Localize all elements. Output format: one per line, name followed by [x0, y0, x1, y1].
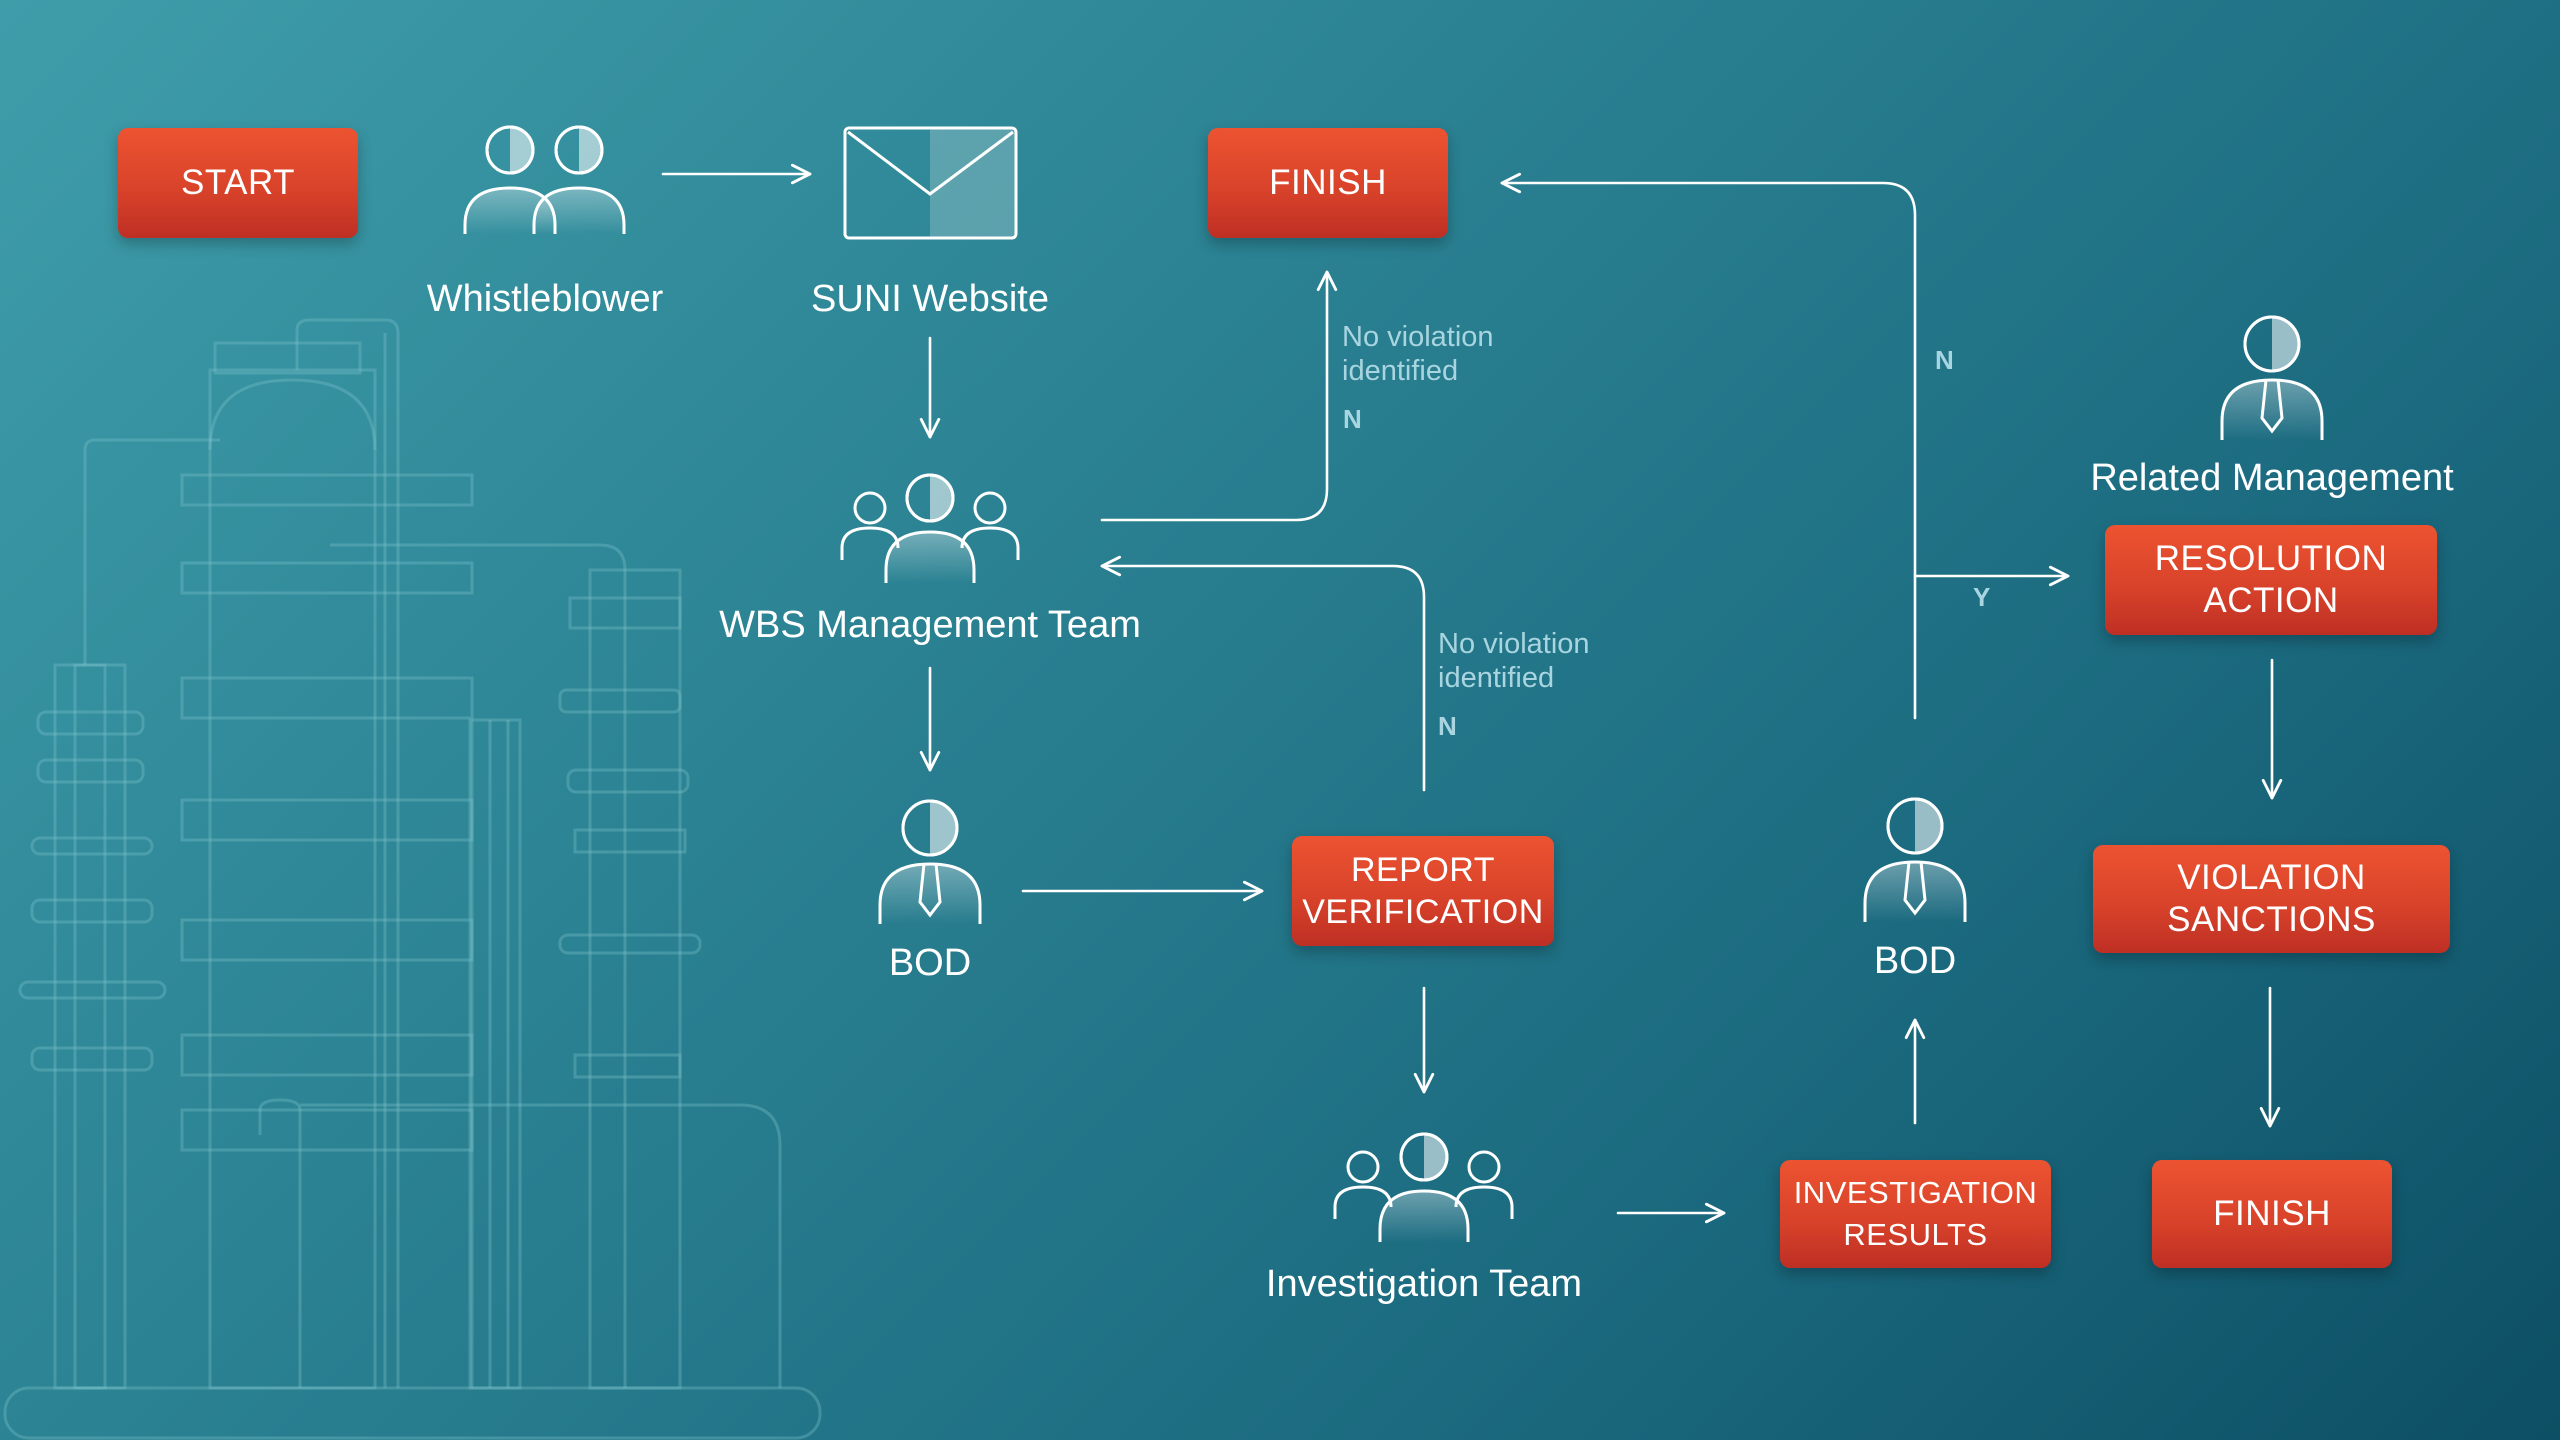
whistleblower-label: Whistleblower	[426, 278, 664, 320]
violation-sanctions-line1: VIOLATION	[2177, 858, 2366, 897]
violation-sanctions-node[interactable]: VIOLATION SANCTIONS	[2093, 845, 2450, 953]
n-flag-bod: N	[1935, 345, 1954, 375]
n-flag-mid: N	[1438, 711, 1457, 741]
arrow-bod-to-finish	[1500, 172, 1917, 720]
no-violation-mid-line1: No violation	[1438, 628, 1590, 660]
report-verification-line1: REPORT	[1350, 851, 1496, 889]
suni-website-label: SUNI Website	[811, 278, 1049, 320]
envelope-icon	[843, 126, 1018, 240]
violation-sanctions-line2: SANCTIONS	[2167, 900, 2376, 939]
no-violation-top-line2: identified	[1342, 355, 1459, 387]
people-pair-icon	[463, 125, 626, 234]
resolution-label-line2: ACTION	[2203, 581, 2339, 620]
investigation-results-node[interactable]: INVESTIGATION RESULTS	[1780, 1160, 2051, 1268]
bod-left-label: BOD	[888, 942, 972, 984]
arrow-verification-to-wbs	[1100, 555, 1426, 792]
start-node[interactable]: START	[118, 128, 358, 238]
related-management-label: Related Management	[2090, 457, 2454, 499]
refinery-illustration	[3, 318, 822, 1440]
resolution-action-node[interactable]: RESOLUTION ACTION	[2105, 525, 2437, 635]
report-verification-node[interactable]: REPORT VERIFICATION	[1292, 836, 1554, 946]
bod-right-label: BOD	[1873, 940, 1957, 982]
executive-icon	[1863, 797, 1967, 922]
executive-icon	[2220, 315, 2324, 440]
no-violation-top-line1: No violation	[1342, 321, 1494, 353]
no-violation-note-top: No violation identified	[1342, 320, 1494, 388]
arrow-wbs-to-finish	[1100, 270, 1338, 522]
report-verification-line2: VERIFICATION	[1302, 893, 1544, 931]
finish-node-top[interactable]: FINISH	[1208, 128, 1448, 238]
finish-top-label: FINISH	[1269, 163, 1387, 202]
no-violation-note-mid: No violation identified	[1438, 627, 1590, 695]
y-flag-bod: Y	[1973, 582, 1991, 612]
team-icon	[840, 473, 1020, 583]
no-violation-mid-line2: identified	[1438, 662, 1555, 694]
investigation-team-label: Investigation Team	[1265, 1263, 1583, 1305]
resolution-label-line1: RESOLUTION	[2154, 539, 2388, 578]
finish-bottom-label: FINISH	[2213, 1194, 2331, 1233]
n-flag-top: N	[1343, 404, 1362, 434]
finish-node-bottom[interactable]: FINISH	[2152, 1160, 2392, 1268]
team-icon	[1333, 1132, 1514, 1242]
investigation-results-line2: RESULTS	[1843, 1217, 1988, 1252]
executive-icon	[878, 799, 982, 924]
wbs-team-label: WBS Management Team	[719, 604, 1141, 646]
connectors	[661, 163, 2283, 1224]
investigation-results-line1: INVESTIGATION	[1793, 1175, 2038, 1210]
start-label: START	[181, 163, 295, 202]
